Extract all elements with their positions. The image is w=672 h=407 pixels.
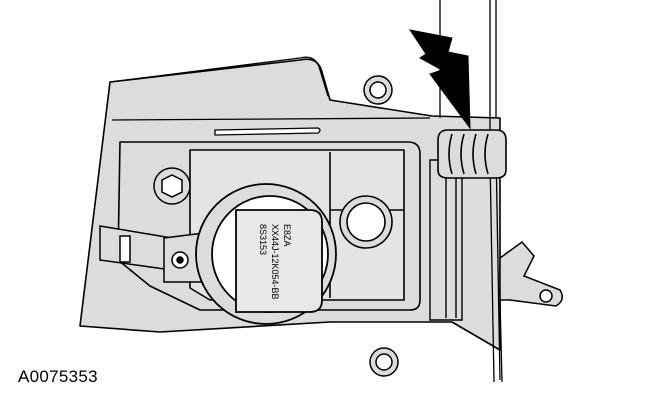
right-edge: [499, 299, 503, 383]
left-rail: [99, 225, 173, 271]
right-bracket: [499, 240, 563, 307]
round-hole: [339, 195, 393, 249]
cap-assembly: [195, 183, 337, 325]
cap-label-line3: 8S3153: [258, 224, 268, 255]
arrow-pointer-icon: [408, 29, 471, 130]
cap-label-text: E8ZA XX44J-12K054-BB 8S3153: [258, 224, 292, 300]
latch-knob: [437, 129, 507, 179]
side-channel: [429, 159, 463, 321]
cap-label-line2: XX44J-12K054-BB: [270, 224, 280, 300]
figure-id: A0075353: [18, 367, 98, 386]
bolt-bracket: [153, 167, 191, 205]
bolt-upper: [363, 75, 393, 105]
cap-label-line1: E8ZA: [282, 224, 292, 247]
bolt-lower: [369, 347, 399, 377]
panel-edges: [109, 0, 501, 383]
